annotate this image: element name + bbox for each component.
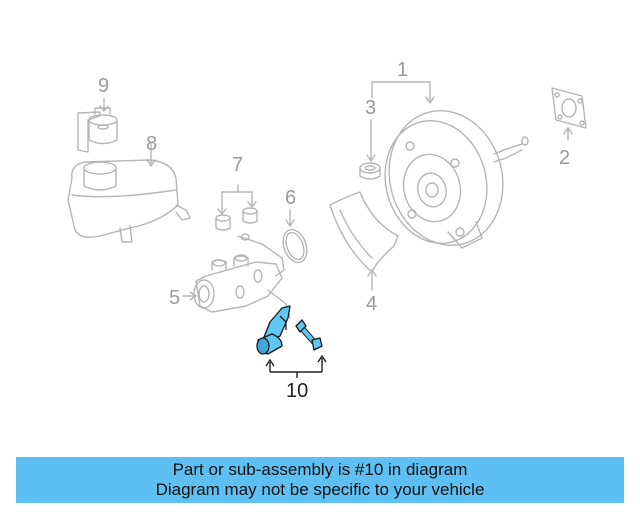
part-2-gasket xyxy=(551,87,587,141)
callout-8: 8 xyxy=(146,133,158,155)
part-10-callout-arrows xyxy=(265,354,327,378)
callout-2: 2 xyxy=(559,147,571,169)
callout-5: 5 xyxy=(169,287,181,309)
part-3-seal xyxy=(359,119,381,180)
part-4-heat-shield xyxy=(329,191,399,291)
part-8-fluid-reservoir xyxy=(67,141,191,243)
part-7-grommets xyxy=(215,184,258,231)
banner-line-2: Diagram may not be specific to your vehi… xyxy=(155,480,485,499)
callout-10: 10 xyxy=(286,380,309,402)
parts-diagram xyxy=(67,81,587,378)
part-10-bracket-and-bolt xyxy=(256,305,323,355)
callout-9: 9 xyxy=(98,75,110,97)
callout-7: 7 xyxy=(232,154,244,176)
disclaimer-banner: Part or sub-assembly is #10 in diagram D… xyxy=(16,457,624,503)
callout-6: 6 xyxy=(285,187,297,209)
part-6-o-ring xyxy=(282,209,308,264)
callout-4: 4 xyxy=(366,293,378,315)
part-5-master-cylinder xyxy=(182,233,291,319)
callout-3: 3 xyxy=(365,97,377,119)
banner-line-1: Part or sub-assembly is #10 in diagram xyxy=(172,460,468,479)
part-9-reservoir-cap xyxy=(77,97,118,153)
part-1-brake-booster xyxy=(371,81,529,249)
callout-1: 1 xyxy=(397,59,409,81)
